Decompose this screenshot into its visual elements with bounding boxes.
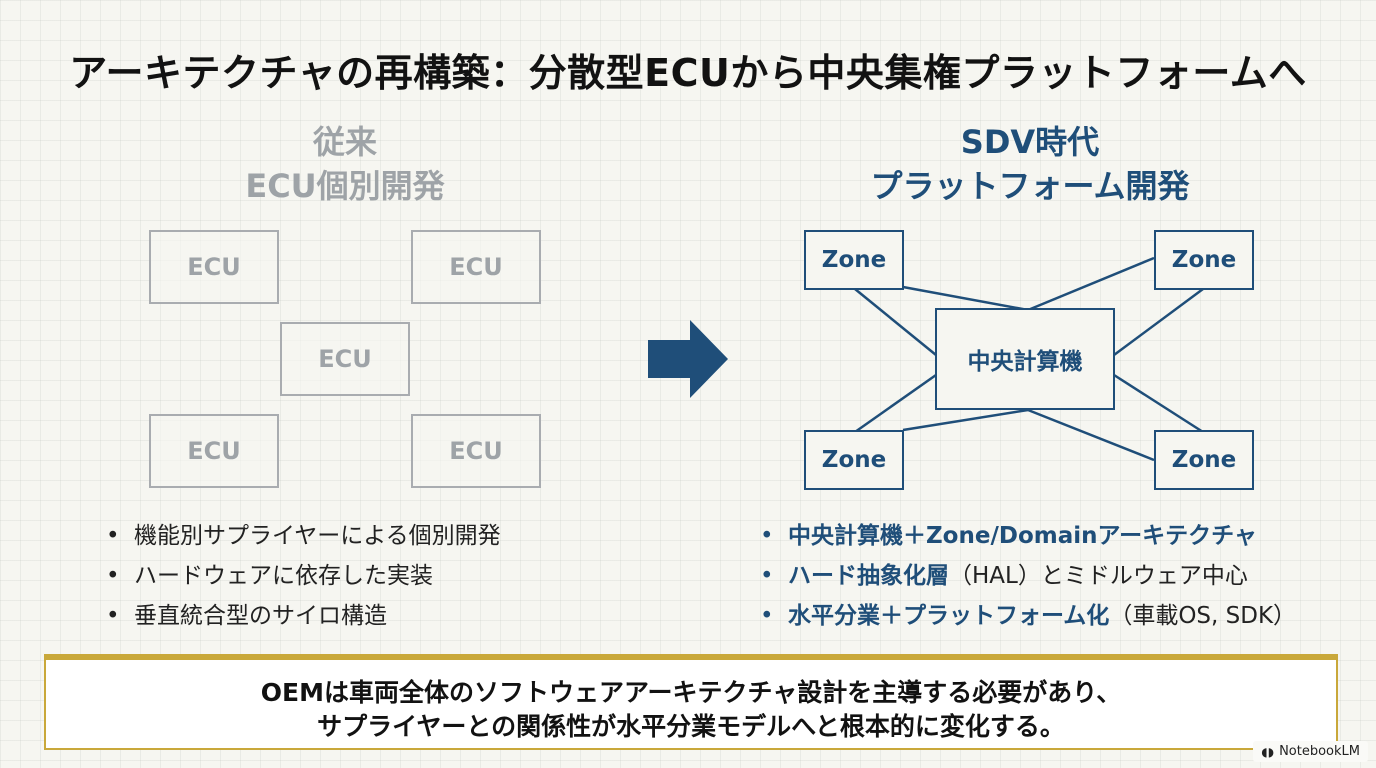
connector-line [854,288,937,356]
connector-line [1027,256,1155,312]
zone-box: Zone [1154,230,1254,290]
legacy-heading-line1: 従来 [312,123,377,161]
notebooklm-logo-icon: ◖◗ [1261,744,1275,759]
connector-line [854,373,937,434]
legacy-bullet-list: 機能別サプライヤーによる個別開発 ハードウェアに依存した実装 垂直統合型のサイロ… [106,516,501,636]
zone-box: Zone [1154,430,1254,490]
list-item: 機能別サプライヤーによる個別開発 [106,516,501,556]
central-computer-box: 中央計算機 [935,308,1115,410]
ecu-box: ECU [411,414,541,488]
brand-label: NotebookLM [1279,744,1360,759]
list-item: 垂直統合型のサイロ構造 [106,596,501,636]
list-item-text: （HAL）とミドルウェア中心 [949,563,1248,589]
page-title: アーキテクチャの再構築：分散型ECUから中央集権プラットフォームへ [69,51,1307,95]
list-item: ハード抽象化層（HAL）とミドルウェア中心 [760,556,1296,596]
legacy-heading: 従来 ECU個別開発 [145,120,545,208]
sdv-heading-line1: SDV時代 [960,123,1100,161]
sdv-heading-line2: プラットフォーム開発 [870,167,1190,205]
ecu-box: ECU [149,414,279,488]
ecu-box: ECU [411,230,541,304]
connector-line [1113,287,1204,357]
list-item-emphasis: 水平分業＋プラットフォーム化 [788,603,1110,629]
connector-line [1113,373,1204,434]
ecu-box: ECU [280,322,410,396]
list-item: 中央計算機＋Zone/Domainアーキテクチャ [760,516,1296,556]
list-item-emphasis: ハード抽象化層 [788,563,949,589]
connector-line [1027,408,1155,462]
list-item-text: （車載OS, SDK） [1109,603,1297,629]
connector-line [902,408,1029,432]
zone-box: Zone [804,430,904,490]
ecu-box: ECU [149,230,279,304]
legacy-heading-line2: ECU個別開発 [245,167,445,205]
zone-box: Zone [804,230,904,290]
brand-badge: ◖◗ NotebookLM [1253,741,1368,762]
callout-line1: OEMは車両全体のソフトウェアアーキテクチャ設計を主導する必要があり、 [260,678,1122,707]
sdv-bullet-list: 中央計算機＋Zone/Domainアーキテクチャ ハード抽象化層（HAL）とミド… [760,516,1296,636]
list-item: ハードウェアに依存した実装 [106,556,501,596]
transition-arrow-icon [648,320,728,398]
key-message-callout: OEMは車両全体のソフトウェアアーキテクチャ設計を主導する必要があり、 サプライ… [44,654,1338,750]
list-item: 水平分業＋プラットフォーム化（車載OS, SDK） [760,596,1296,636]
list-item-emphasis: 中央計算機＋Zone/Domainアーキテクチャ [788,523,1257,549]
callout-line2: サプライヤーとの関係性が水平分業モデルへと根本的に変化する。 [317,712,1065,741]
sdv-heading: SDV時代 プラットフォーム開発 [780,120,1280,208]
connector-line [902,285,1029,312]
